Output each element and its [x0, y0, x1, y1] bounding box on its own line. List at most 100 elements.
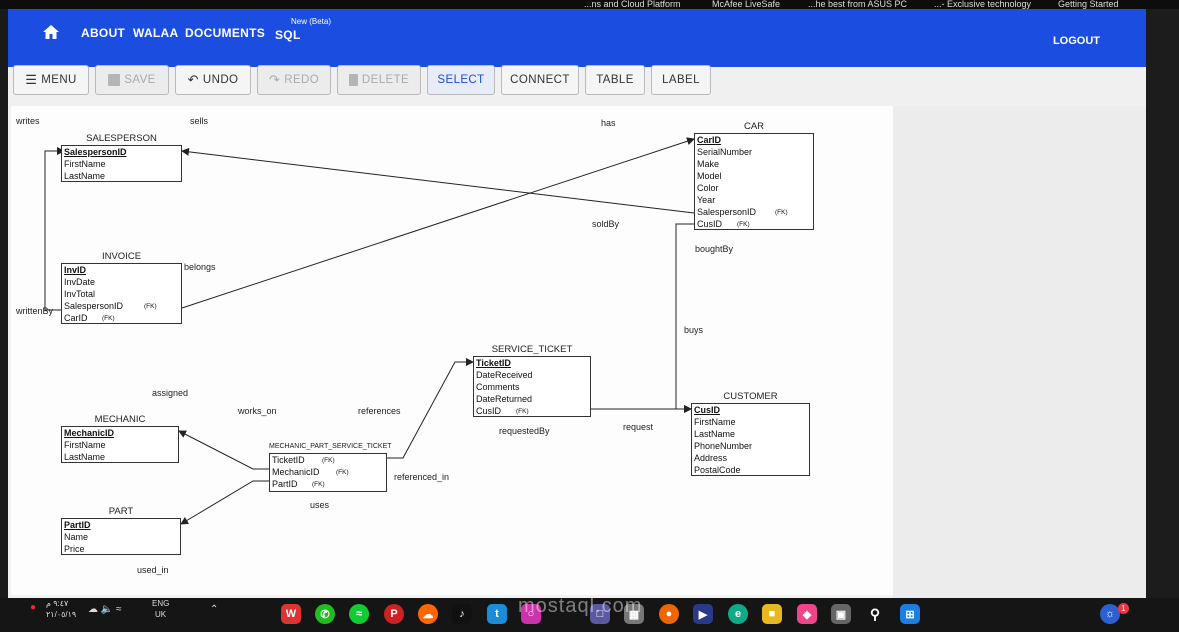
rel-label[interactable]: referenced_in: [394, 472, 450, 482]
attribute-fk[interactable]: CarID(FK): [62, 312, 181, 324]
attribute[interactable]: Model: [697, 171, 722, 181]
wps-icon[interactable]: W: [281, 604, 301, 624]
bookmark-item[interactable]: ...- Exclusive technology: [934, 0, 1032, 9]
rel-label[interactable]: belongs: [184, 262, 216, 272]
language-region[interactable]: UK: [155, 610, 167, 619]
home-icon[interactable]: [42, 23, 60, 41]
attribute[interactable]: Make: [697, 159, 720, 169]
attribute-pk[interactable]: MechanicID: [64, 428, 115, 438]
firefox-icon[interactable]: ●: [659, 604, 679, 624]
attribute-fk[interactable]: CusID(FK): [474, 405, 590, 417]
rel-label[interactable]: used_in: [137, 565, 169, 575]
attribute[interactable]: LastName: [64, 452, 106, 462]
attribute[interactable]: Name: [64, 532, 89, 542]
rel-label[interactable]: writtenBy: [16, 306, 54, 316]
nav-walaa[interactable]: WALAA: [133, 26, 179, 40]
notification-bell-icon[interactable]: ●: [30, 602, 37, 613]
attribute[interactable]: InvDate: [64, 277, 96, 287]
attribute[interactable]: LastName: [64, 171, 106, 181]
soundcloud-icon[interactable]: ☁: [418, 604, 438, 624]
entity-table[interactable]: TicketID(FK) MechanicID(FK) PartID(FK): [269, 453, 387, 492]
weather-icon[interactable]: ☼: [1100, 604, 1120, 624]
entity-table[interactable]: CusID FirstName LastName PhoneNumber Add…: [691, 403, 810, 476]
rel-boughtby[interactable]: [675, 223, 694, 413]
attribute[interactable]: FirstName: [64, 440, 106, 450]
rel-label[interactable]: sells: [190, 116, 209, 126]
rel-label[interactable]: uses: [310, 500, 330, 510]
entity-table[interactable]: InvID InvDate InvTotal SalespersonID(FK)…: [61, 263, 182, 324]
nav-sql[interactable]: SQL: [275, 28, 301, 42]
whatsapp-icon[interactable]: ✆: [315, 604, 335, 624]
file-explorer-icon[interactable]: ■: [762, 604, 782, 624]
save-button[interactable]: SAVE: [95, 65, 169, 95]
rel-soldby[interactable]: [181, 147, 695, 214]
spotify-icon[interactable]: ≈: [349, 604, 369, 624]
app-icon[interactable]: □: [590, 604, 610, 624]
rel-label[interactable]: boughtBy: [695, 244, 734, 254]
undo-button[interactable]: ↶ UNDO: [175, 65, 251, 95]
rel-label[interactable]: references: [358, 406, 401, 416]
diagram-canvas[interactable]: writes sells has soldBy boughtBy belongs…: [11, 106, 893, 595]
clock-time[interactable]: ٩:٤٧ م: [46, 599, 69, 608]
attribute[interactable]: InvTotal: [64, 289, 96, 299]
rel-label[interactable]: request: [623, 422, 654, 432]
rel-label[interactable]: writes: [16, 116, 40, 126]
bookmark-item[interactable]: ...he best from ASUS PC: [808, 0, 908, 9]
system-tray-icons[interactable]: ☁ 🔈 ≈: [88, 604, 122, 615]
attribute[interactable]: FirstName: [694, 417, 736, 427]
attribute[interactable]: SerialNumber: [697, 147, 753, 157]
attribute[interactable]: PostalCode: [694, 465, 741, 475]
tiktok-icon[interactable]: ♪: [452, 604, 472, 624]
windows-start-icon[interactable]: ⊞: [900, 604, 920, 624]
rel-referenced-in[interactable]: [387, 358, 474, 459]
connect-button[interactable]: CONNECT: [501, 65, 579, 95]
chevron-up-icon[interactable]: ⌃: [210, 604, 219, 615]
delete-button[interactable]: DELETE: [337, 65, 421, 95]
redo-button[interactable]: ↷ REDO: [257, 65, 331, 95]
attribute[interactable]: LastName: [694, 429, 736, 439]
rel-label[interactable]: soldBy: [592, 219, 620, 229]
attribute[interactable]: DateReturned: [476, 394, 533, 404]
attribute-pk[interactable]: CarID: [697, 135, 722, 145]
rel-label[interactable]: buys: [684, 325, 704, 335]
attribute-pk[interactable]: CusID: [694, 405, 721, 415]
attribute-pk[interactable]: PartID: [64, 520, 91, 530]
attribute[interactable]: FirstName: [64, 159, 106, 169]
language-indicator[interactable]: ENG: [152, 599, 170, 608]
app-icon[interactable]: ▦: [624, 604, 644, 624]
app-icon[interactable]: ▣: [831, 604, 851, 624]
rel-works-on[interactable]: [178, 430, 269, 470]
rel-writes[interactable]: [44, 147, 65, 311]
search-icon[interactable]: ⚲: [869, 605, 881, 622]
twitter-icon[interactable]: t: [487, 604, 507, 624]
rel-label[interactable]: has: [601, 118, 616, 128]
rel-label[interactable]: requestedBy: [499, 426, 550, 436]
attribute[interactable]: Address: [694, 453, 728, 463]
entity-table[interactable]: PartID Name Price: [61, 518, 181, 555]
media-player-icon[interactable]: ▶: [693, 604, 713, 624]
attribute[interactable]: DateReceived: [476, 370, 533, 380]
rel-uses[interactable]: [180, 480, 269, 525]
attribute-fk[interactable]: SalespersonID(FK): [695, 206, 813, 218]
logout-link[interactable]: LOGOUT: [1052, 35, 1100, 47]
select-button[interactable]: SELECT: [427, 65, 495, 95]
nav-documents[interactable]: DOCUMENTS: [185, 26, 266, 40]
nav-about[interactable]: ABOUT: [81, 26, 126, 40]
instagram-icon[interactable]: ○: [521, 604, 541, 624]
bookmark-item[interactable]: Getting Started: [1058, 0, 1119, 9]
pinterest-icon[interactable]: P: [384, 604, 404, 624]
attribute-pk[interactable]: TicketID: [476, 358, 511, 368]
attribute-fk[interactable]: SalespersonID(FK): [62, 300, 181, 312]
attribute-pk[interactable]: InvID: [64, 265, 87, 275]
bookmark-item[interactable]: ...ns and Cloud Platform: [584, 0, 681, 9]
entity-table[interactable]: MechanicID FirstName LastName: [61, 426, 179, 463]
office-icon[interactable]: ◆: [797, 604, 817, 624]
attribute-pk[interactable]: SalespersonID: [64, 147, 127, 157]
clock-date[interactable]: ٢١/٠٥/١٩: [46, 610, 77, 619]
entity-table[interactable]: TicketID DateReceived Comments DateRetur…: [473, 356, 591, 417]
attribute-fk[interactable]: CusID(FK): [695, 218, 813, 230]
attribute[interactable]: Comments: [476, 382, 520, 392]
entity-table[interactable]: CarID SerialNumber Make Model Color Year…: [694, 133, 814, 230]
entity-table[interactable]: SalespersonID FirstName LastName: [61, 145, 182, 182]
attribute-fk[interactable]: MechanicID(FK): [270, 466, 386, 478]
